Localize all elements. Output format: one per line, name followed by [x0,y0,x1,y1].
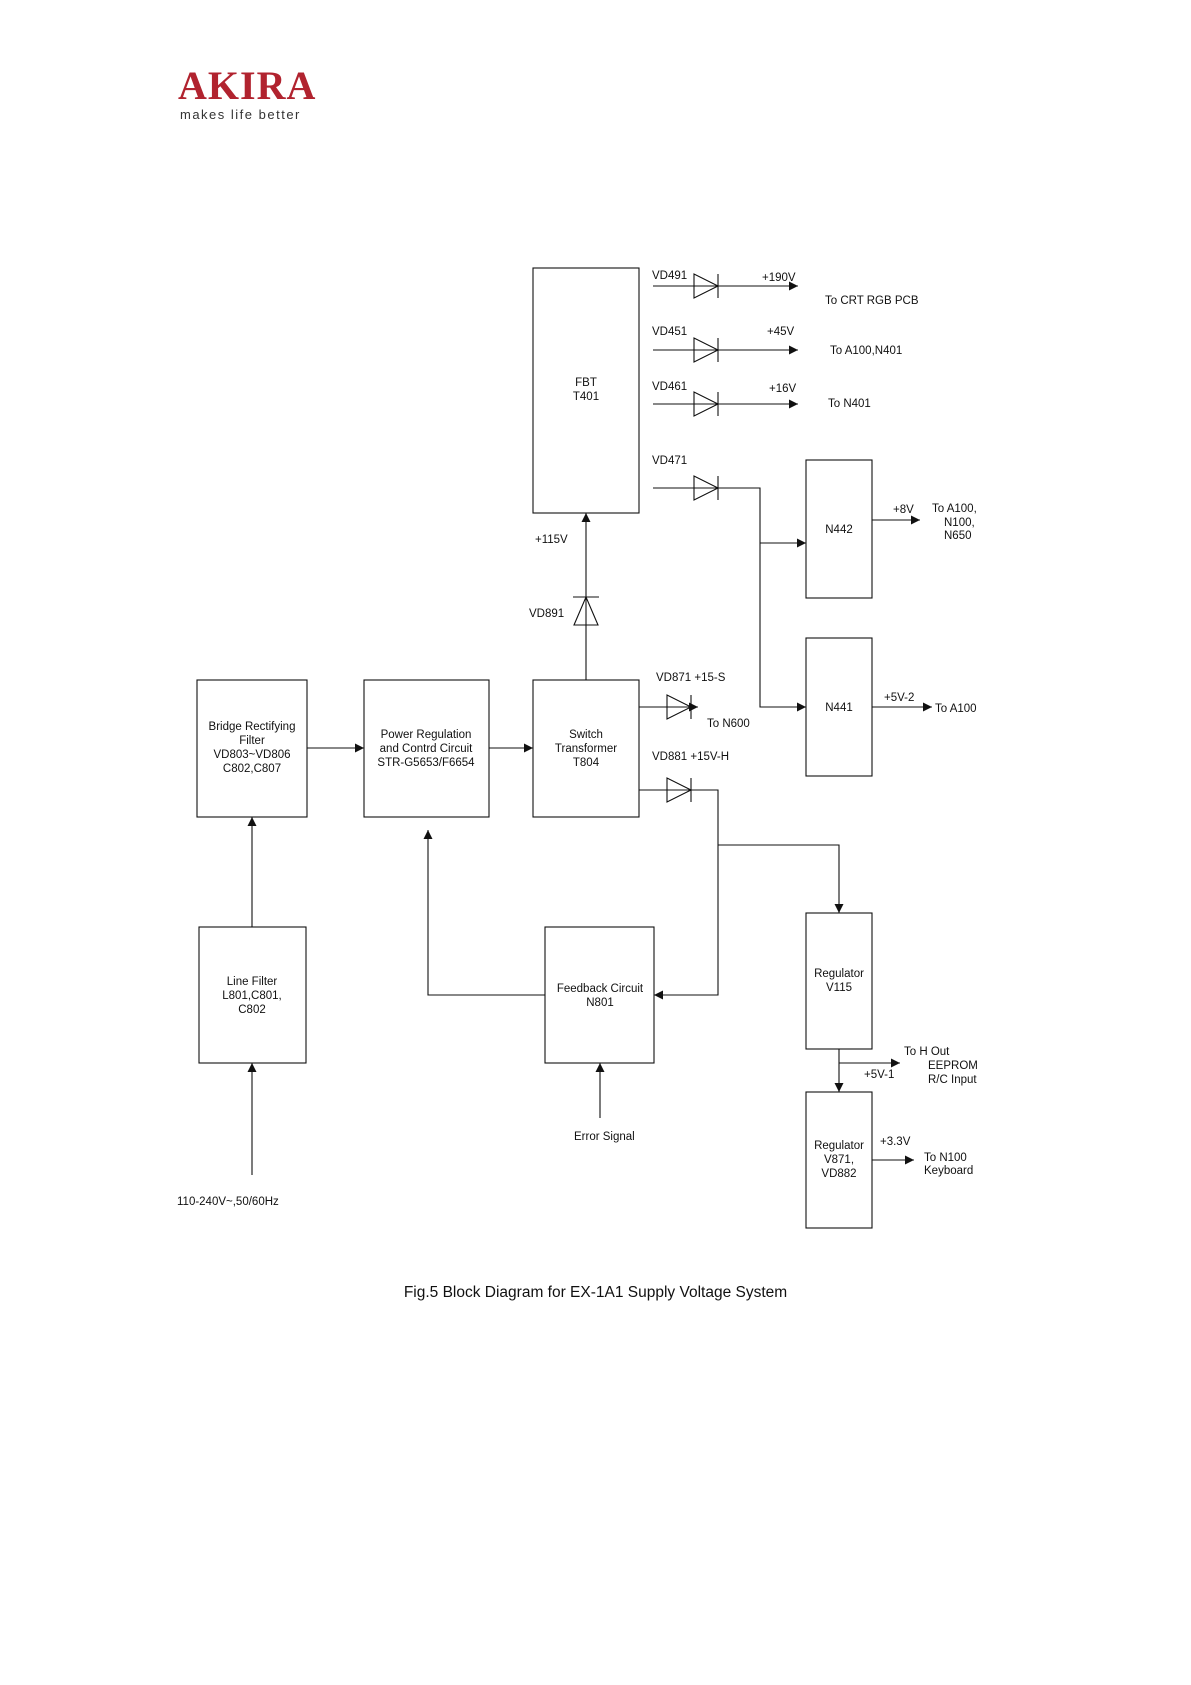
label-5v2: +5V-2 [884,692,914,704]
logo-tagline: makes life better [180,107,301,122]
label-eeprom: EEPROM [928,1060,978,1072]
label-115v: +115V [535,534,568,546]
label-to-crt: To CRT RGB PCB [825,295,919,307]
label-to-n100: To N100 [924,1152,967,1164]
wire-vd471 [653,487,761,543]
feedback-circuit-block [544,926,655,1064]
label-to-a100-n401: To A100,N401 [830,345,902,357]
diode-vd871-symbol [666,694,693,720]
label-5v1: +5V-1 [864,1069,894,1081]
label-vd891: VD891 [529,608,564,620]
diode-vd471-symbol [693,475,720,501]
wire-vd881 [639,789,719,1000]
regulator-v115-block [805,912,873,1050]
akira-logo: AKIRA makes life better [178,63,317,123]
label-vd871: VD871 +15-S [656,672,726,684]
label-rc-input: R/C Input [928,1074,977,1086]
n442-text: N442 [825,524,853,536]
logo-wordmark: AKIRA [178,63,317,108]
label-190v: +190V [762,272,796,284]
wire-to-regulator-v115 [718,844,844,913]
diode-vd461-symbol [693,391,720,417]
label-vd491: VD491 [652,270,687,282]
label-to-a100-n100-n650: To A100,N100,N650 [932,503,977,542]
label-mains-input: 110-240V~,50/60Hz [177,1196,279,1208]
label-3v3: +3.3V [880,1136,911,1148]
label-to-a100: To A100 [935,703,977,715]
label-vd451: VD451 [652,326,687,338]
diode-vd881-symbol [666,777,693,803]
label-keyboard: Keyboard [924,1165,973,1177]
label-error-signal: Error Signal [574,1131,635,1143]
label-vd471: VD471 [652,455,687,467]
label-to-n401: To N401 [828,398,871,410]
label-16v: +16V [769,383,797,395]
label-to-h-out: To H Out [904,1046,950,1058]
diode-vd491-symbol [693,273,720,299]
label-8v: +8V [893,504,914,516]
label-vd881: VD881 +15V-H [652,751,729,763]
figure-caption: Fig.5 Block Diagram for EX-1A1 Supply Vo… [403,1284,788,1301]
diode-vd891-symbol [573,595,599,626]
wire-feedback-to-power [423,830,545,996]
wire-to-n441 [759,543,806,712]
label-to-n600: To N600 [707,718,750,730]
diode-vd451-symbol [693,337,720,363]
n442-block [805,459,873,599]
n441-text: N441 [825,702,853,714]
label-vd461: VD461 [652,381,687,393]
label-45v: +45V [767,326,795,338]
